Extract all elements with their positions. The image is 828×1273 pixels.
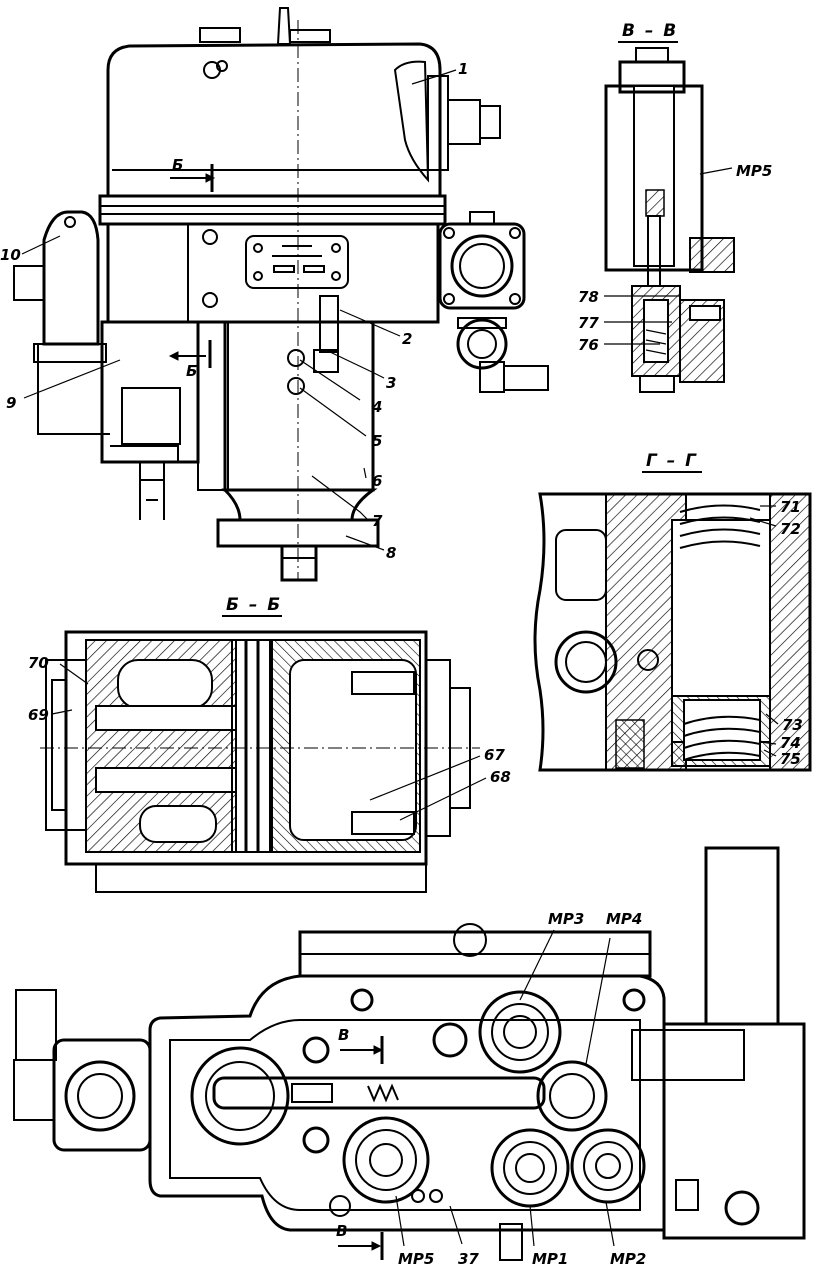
label-72: 72 bbox=[780, 520, 801, 538]
cut-mark-v-top: В bbox=[338, 1026, 384, 1064]
plan-view bbox=[13, 846, 806, 1261]
label-70: 70 bbox=[28, 654, 49, 672]
front-view bbox=[13, 7, 549, 582]
svg-text:В: В bbox=[336, 1222, 347, 1240]
label-69: 69 bbox=[28, 706, 49, 724]
label-6: 6 bbox=[372, 472, 382, 490]
svg-text:Б: Б bbox=[172, 156, 183, 174]
label-76: 76 bbox=[578, 336, 599, 354]
label-mp3: МР3 bbox=[548, 910, 584, 928]
label-2: 2 bbox=[402, 330, 412, 348]
label-9: 9 bbox=[6, 394, 16, 412]
leader-lines bbox=[21, 69, 779, 1247]
section-title-bb: Б – Б bbox=[226, 595, 282, 615]
svg-text:Б: Б bbox=[186, 362, 197, 380]
label-73: 73 bbox=[782, 716, 803, 734]
label-mp1: МР1 bbox=[532, 1250, 568, 1268]
label-mp2: МР2 bbox=[610, 1250, 646, 1268]
label-4: 4 bbox=[371, 398, 382, 416]
label-1: 1 bbox=[458, 60, 468, 78]
label-mp4: МР4 bbox=[606, 910, 642, 928]
cut-mark-b-top: Б bbox=[170, 156, 216, 192]
label-mp5-section: МР5 bbox=[736, 162, 772, 180]
section-title-vv: В – В bbox=[622, 21, 678, 41]
label-77: 77 bbox=[578, 314, 599, 332]
svg-text:В: В bbox=[338, 1026, 349, 1044]
cut-mark-v-bottom: В bbox=[336, 1222, 384, 1260]
label-68: 68 bbox=[490, 768, 511, 786]
label-37: 37 bbox=[458, 1250, 479, 1268]
label-71: 71 bbox=[780, 498, 801, 516]
label-74: 74 bbox=[780, 734, 801, 752]
section-title-gg: Г – Г bbox=[646, 451, 698, 471]
label-75: 75 bbox=[780, 750, 801, 768]
label-3: 3 bbox=[386, 374, 396, 392]
label-5: 5 bbox=[372, 432, 382, 450]
label-mp5-plan: МР5 bbox=[398, 1250, 434, 1268]
label-7: 7 bbox=[372, 512, 383, 530]
label-78: 78 bbox=[578, 288, 599, 306]
section-vv bbox=[604, 47, 735, 393]
label-10: 10 bbox=[0, 246, 21, 264]
section-bb bbox=[40, 630, 480, 893]
label-8: 8 bbox=[386, 544, 396, 562]
cut-mark-b-left: Б bbox=[168, 340, 212, 380]
section-gg bbox=[533, 492, 812, 772]
label-67: 67 bbox=[484, 746, 505, 764]
